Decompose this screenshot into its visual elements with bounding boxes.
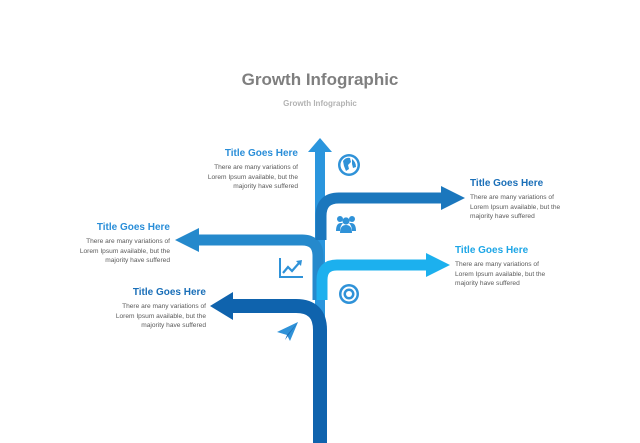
- paper-plane-icon: [277, 322, 298, 341]
- text-block-1: Title Goes Here There are many variation…: [148, 148, 298, 192]
- branch-right-low-arrow: [316, 253, 450, 300]
- block-title: Title Goes Here: [470, 178, 544, 189]
- page-subtitle: Growth Infographic: [283, 99, 357, 108]
- block-description: There are many variations of Lorem Ipsum…: [455, 261, 546, 287]
- text-block-5: Title Goes Here There are many variation…: [56, 287, 206, 331]
- block-title: Title Goes Here: [132, 287, 206, 298]
- lifebuoy-icon: [339, 284, 359, 304]
- page-title: Growth Infographic: [241, 70, 399, 89]
- trend-chart-icon: [279, 258, 303, 278]
- text-block-2: Title Goes Here There are many variation…: [470, 178, 620, 222]
- block-description: There are many variations of Lorem Ipsum…: [207, 164, 298, 190]
- block-description: There are many variations of Lorem Ipsum…: [115, 303, 206, 329]
- block-title: Title Goes Here: [455, 245, 529, 256]
- block-description: There are many variations of Lorem Ipsum…: [470, 194, 561, 220]
- globe-icon: [338, 154, 360, 176]
- block-title: Title Goes Here: [224, 148, 298, 159]
- trunk-main: [210, 292, 327, 443]
- branch-right-top-arrow: [315, 186, 465, 240]
- text-block-3: Title Goes Here There are many variation…: [20, 222, 170, 266]
- branch-left-mid-arrow: [175, 228, 324, 300]
- group-icon: [336, 216, 356, 233]
- text-block-4: Title Goes Here There are many variation…: [455, 245, 605, 289]
- block-title: Title Goes Here: [96, 222, 170, 233]
- block-description: There are many variations of Lorem Ipsum…: [79, 238, 170, 264]
